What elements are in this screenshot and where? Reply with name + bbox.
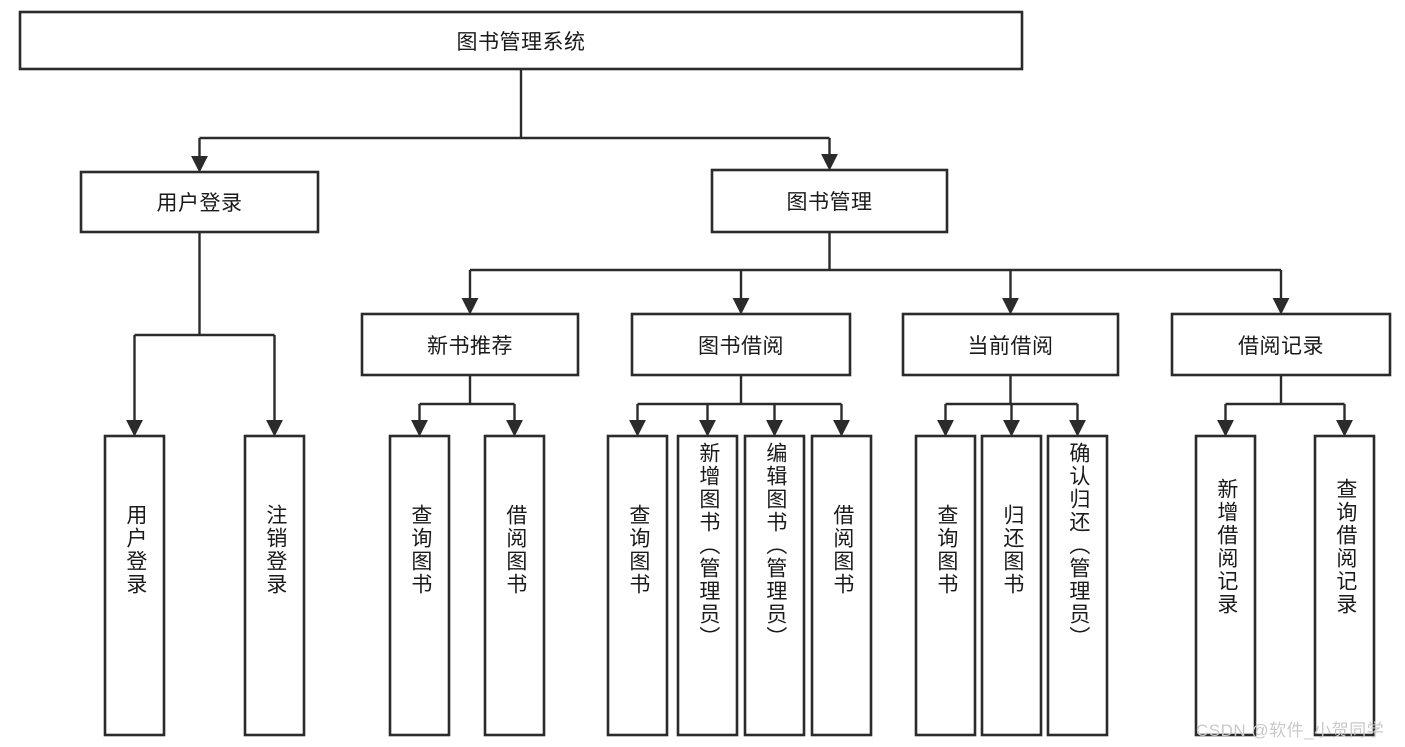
node-box-leaf-query-book-3[interactable] xyxy=(914,434,977,737)
node-label-leaf-add-book: 新增图书（管理员） xyxy=(696,442,720,649)
node-label-book-borrow: 图书借阅 xyxy=(698,334,784,358)
node-box-leaf-logout[interactable] xyxy=(243,434,306,737)
node-label-leaf-add-borrow-record: 新增借阅记录 xyxy=(1214,478,1238,616)
node-box-leaf-borrow-book-2[interactable] xyxy=(810,434,873,737)
node-label-leaf-borrow-book-1: 借阅图书 xyxy=(503,504,527,596)
node-box-leaf-edit-book[interactable] xyxy=(743,434,806,737)
node-label-user-login: 用户登录 xyxy=(156,192,243,215)
node-box-leaf-return-book[interactable] xyxy=(980,434,1043,737)
node-box-book-management[interactable] xyxy=(710,168,949,234)
node-box-borrow-record[interactable] xyxy=(1170,312,1392,377)
node-label-leaf-query-borrow-record: 查询借阅记录 xyxy=(1333,478,1357,616)
node-boxes xyxy=(18,10,1392,737)
node-label-book-management: 图书管理 xyxy=(786,191,873,214)
node-label-leaf-confirm-return: 确认归还（管理员） xyxy=(1066,442,1090,649)
node-label-leaf-logout: 注销登录 xyxy=(263,504,287,596)
node-box-leaf-query-borrow-record[interactable] xyxy=(1313,434,1376,737)
node-box-leaf-query-book-1[interactable] xyxy=(388,434,451,737)
node-label-leaf-edit-book: 编辑图书（管理员） xyxy=(763,442,787,649)
node-box-current-borrow[interactable] xyxy=(901,312,1120,377)
node-label-current-borrow: 当前借阅 xyxy=(967,334,1054,358)
node-box-leaf-user-login[interactable] xyxy=(103,434,166,737)
node-label-root: 图书管理系统 xyxy=(456,30,586,54)
node-box-root[interactable] xyxy=(18,10,1024,71)
watermark-text: CSDN @软件_小贺同学 xyxy=(1196,721,1385,740)
node-label-leaf-user-login: 用户登录 xyxy=(123,504,147,596)
node-box-leaf-query-book-2[interactable] xyxy=(606,434,669,737)
node-label-leaf-borrow-book-2: 借阅图书 xyxy=(830,504,854,596)
node-label-leaf-query-book-3: 查询图书 xyxy=(934,504,958,596)
node-label-new-book-recommend: 新书推荐 xyxy=(427,334,513,358)
node-label-borrow-record: 借阅记录 xyxy=(1238,334,1324,358)
node-label-leaf-query-book-1: 查询图书 xyxy=(408,504,432,596)
node-box-user-login[interactable] xyxy=(79,170,320,234)
connector-lines xyxy=(126,69,1353,437)
node-box-leaf-confirm-return[interactable] xyxy=(1046,434,1109,737)
node-box-leaf-add-borrow-record[interactable] xyxy=(1194,434,1257,737)
node-box-leaf-add-book[interactable] xyxy=(676,434,739,737)
node-label-leaf-return-book: 归还图书 xyxy=(1000,504,1024,596)
node-box-new-book-recommend[interactable] xyxy=(360,312,580,377)
node-box-book-borrow[interactable] xyxy=(630,312,852,377)
node-box-leaf-borrow-book-1[interactable] xyxy=(483,434,546,737)
node-label-leaf-query-book-2: 查询图书 xyxy=(626,504,650,596)
